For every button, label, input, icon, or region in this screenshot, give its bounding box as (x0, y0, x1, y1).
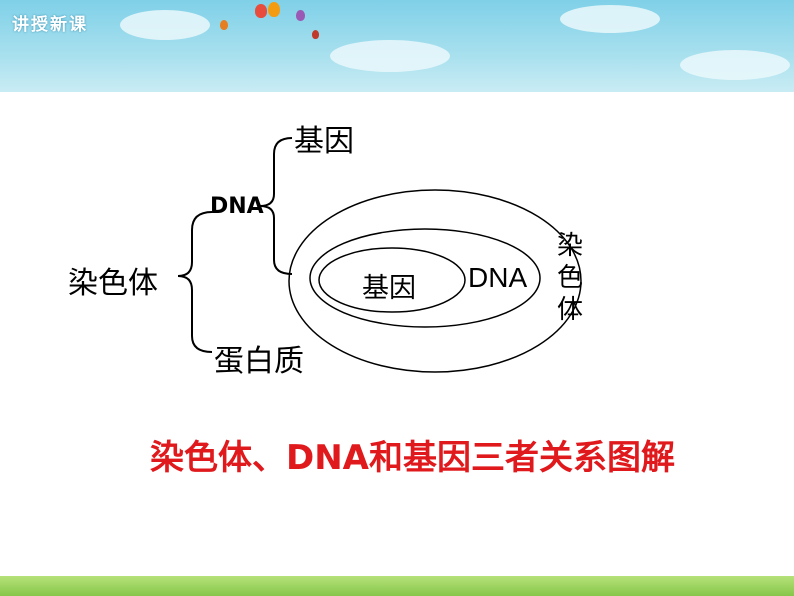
grass-decoration (0, 576, 794, 596)
section-label: 讲授新课 (12, 15, 88, 35)
balloon-icon (255, 4, 267, 18)
balloon-icon (296, 10, 305, 21)
balloon-icon (312, 30, 319, 39)
gene-label: 基因 (294, 124, 354, 159)
cloud-decoration (560, 5, 660, 33)
venn-gene-label: 基因 (362, 273, 416, 304)
gene-ellipse (318, 247, 466, 313)
cloud-decoration (680, 50, 790, 80)
diagram-caption: 染色体、DNA和基因三者关系图解 (150, 438, 675, 478)
dna-ellipse (309, 228, 541, 328)
venn-chromosome-char: 色 (556, 263, 583, 293)
dna-label: DNA (210, 194, 264, 219)
venn-chromosome-char: 染 (556, 231, 583, 261)
root-label: 染色体 (68, 266, 158, 301)
header-banner: 讲授新课 (0, 0, 794, 92)
venn-chromosome-char: 体 (556, 295, 583, 325)
balloon-icon (268, 2, 280, 17)
chromosome-ellipse (288, 189, 582, 373)
venn-chromosome-label: 染 色 体 (555, 230, 585, 326)
protein-label: 蛋白质 (214, 344, 304, 379)
dna-brace (259, 137, 293, 275)
balloon-icon (220, 20, 228, 30)
cloud-decoration (120, 10, 210, 40)
cloud-decoration (330, 40, 450, 72)
root-brace (177, 211, 213, 353)
venn-dna-label: DNA (468, 262, 528, 293)
